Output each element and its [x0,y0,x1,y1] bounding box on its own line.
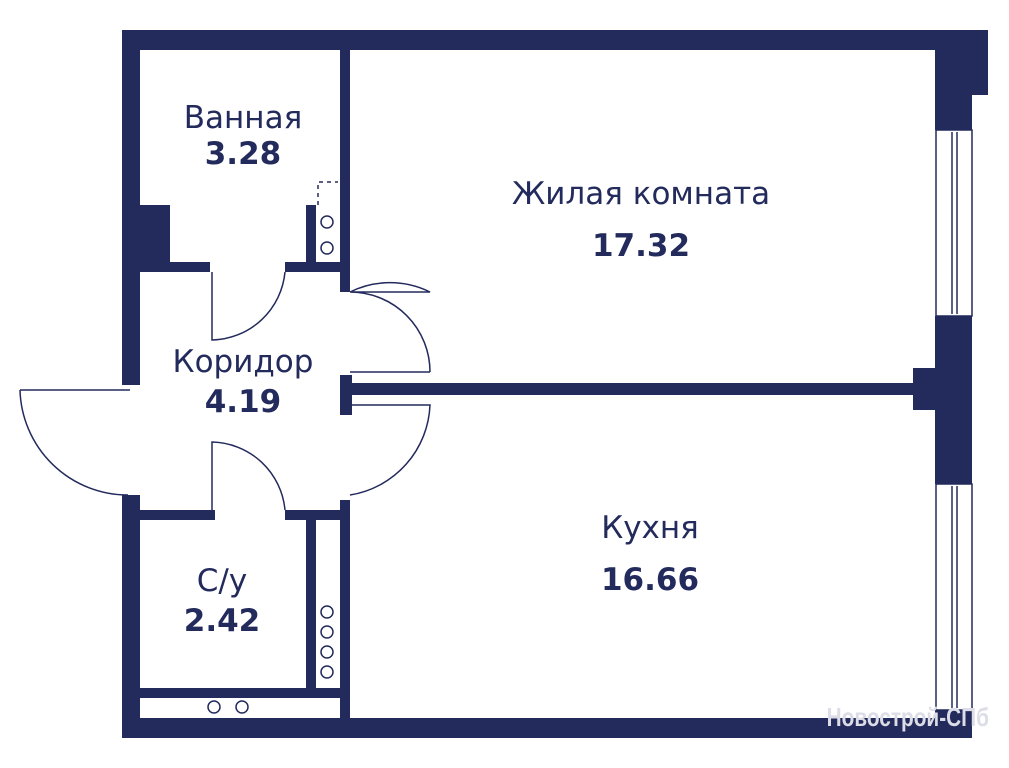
room-kitchen: Кухня 16.66 [601,510,699,598]
window-kitchen [935,483,973,711]
room-name: Коридор [172,344,314,380]
living-kitchen-wall [342,383,915,395]
door-bathroom [211,271,286,341]
room-name: Жилая комната [511,176,771,212]
room-living: Жилая комната 17.32 [512,176,770,264]
door-living [349,281,431,373]
room-area: 3.28 [204,136,282,172]
room-corridor: Коридор 4.19 [173,344,314,420]
door-wc [211,441,286,511]
wc-kitchen-wall [340,500,350,725]
room-bathroom: Ванная 3.28 [184,100,302,172]
bottom-wall [122,718,972,738]
left-wall-top [122,30,140,385]
room-name: С/у [196,563,248,599]
right-wall-mid [935,316,972,484]
room-area: 16.66 [600,562,700,598]
door-kitchen [349,404,431,496]
top-wall [122,30,972,50]
room-area: 17.32 [591,228,691,264]
walls [122,30,988,738]
column [913,368,938,410]
plumbing [207,181,338,714]
pipe-icon [320,241,334,255]
left-wall-bottom [122,495,140,738]
bath-living-wall [340,30,350,292]
room-wc: С/у 2.42 [184,563,261,639]
entrance-door [19,389,130,496]
room-name: Ванная [183,100,303,136]
window-living [935,129,973,317]
room-area: 2.42 [183,603,261,639]
room-name: Кухня [601,510,699,546]
room-area: 4.19 [204,384,282,420]
doors [19,271,431,511]
watermark: Новострой-СПб [826,702,989,732]
windows [935,129,973,711]
pipe-icon [320,215,334,229]
